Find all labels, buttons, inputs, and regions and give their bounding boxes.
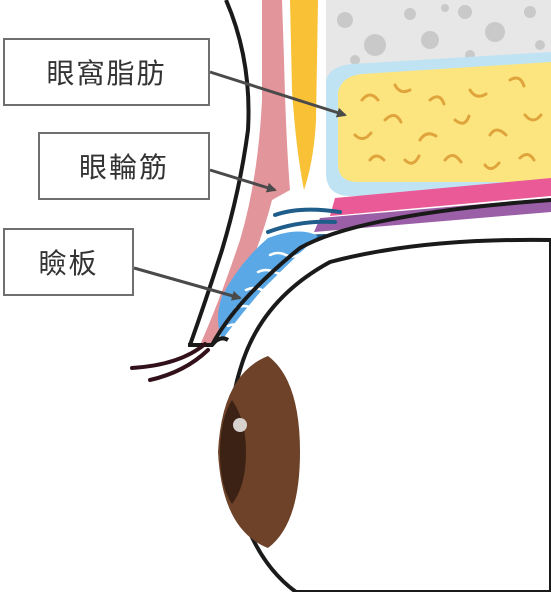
conjunctiva-line [210,198,551,346]
label-tarsal-plate: 瞼板 [3,228,134,296]
eyeball [218,237,551,592]
leader-arrows [133,70,347,301]
label-orbital-fat: 眼窩脂肪 [3,38,210,106]
eyelid-skin [188,0,290,346]
iris-highlight [233,418,247,432]
label-orbicularis-muscle: 眼輪筋 [38,132,210,200]
arrow-orbital-fat [209,70,347,118]
septum-band [290,0,318,190]
orbital-fat [326,52,551,196]
arrow-tarsal-plate [133,266,242,301]
arrow-orbicularis [209,168,277,193]
eyelashes [130,342,210,382]
iris [218,356,300,548]
